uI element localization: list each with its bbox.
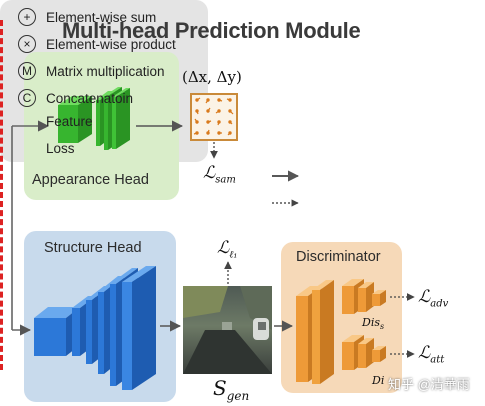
- dis-a-label: Di: [372, 374, 385, 387]
- offset-point: [217, 131, 221, 135]
- offset-point: [228, 120, 232, 124]
- legend-feature: Feature: [46, 114, 93, 129]
- legend-matmul-label: Matrix multiplication: [46, 63, 165, 79]
- page-title: Multi-head Prediction Module: [62, 18, 361, 43]
- offset-point: [206, 109, 210, 113]
- input-feature-lines: [11, 120, 50, 336]
- appearance-head-label: Appearance Head: [32, 172, 149, 188]
- legend-feature-label: Feature: [46, 114, 93, 129]
- offset-point: [228, 131, 232, 135]
- c-circle-icon: C: [18, 89, 36, 107]
- offset-point: [228, 98, 232, 102]
- legend-matmul: M Matrix multiplication: [18, 62, 165, 80]
- offset-point: [217, 120, 221, 124]
- appearance-head-layers: [58, 87, 184, 150]
- loss-adv: ℒadv: [418, 287, 449, 310]
- structure-head-label: Structure Head: [44, 240, 142, 256]
- legend-concat-label: Concatenatoin: [46, 90, 134, 106]
- discriminator-label: Discriminator: [296, 249, 381, 265]
- structure-head-layers: [34, 266, 182, 390]
- legend-product: × Element-wise product: [18, 35, 176, 53]
- plus-circle-icon: +: [18, 8, 36, 26]
- left-dashed-border: [0, 20, 6, 370]
- legend-line-samples: [272, 170, 300, 207]
- s-gen-label: Sgen: [213, 376, 250, 403]
- offset-point: [206, 98, 210, 102]
- legend-sum-label: Element-wise sum: [46, 9, 157, 25]
- generated-street-image: [183, 261, 294, 374]
- discriminator-layers: [296, 279, 415, 384]
- times-circle-icon: ×: [18, 35, 36, 53]
- legend-concat: C Concatenatoin: [18, 89, 133, 107]
- offset-point: [217, 98, 221, 102]
- loss-att: ℒatt: [418, 343, 445, 366]
- offset-point: [217, 109, 221, 113]
- offset-point: [195, 98, 199, 102]
- loss-l1: ℒℓ₁: [217, 238, 238, 261]
- legend-product-label: Element-wise product: [46, 36, 176, 52]
- offset-point: [206, 131, 210, 135]
- legend-loss: Loss: [46, 141, 75, 156]
- legend-loss-label: Loss: [46, 141, 75, 156]
- legend-sum: + Element-wise sum: [18, 8, 156, 26]
- m-circle-icon: M: [18, 62, 36, 80]
- offset-point: [206, 120, 210, 124]
- offset-point: [195, 109, 199, 113]
- loss-sam: ℒsam: [203, 163, 236, 186]
- dis-s-label: Diss: [362, 316, 385, 332]
- offset-point: [195, 131, 199, 135]
- offset-point: [195, 120, 199, 124]
- offset-grid: [190, 93, 238, 159]
- offset-point: [228, 109, 232, 113]
- offset-label: (Δx, Δy): [182, 68, 242, 86]
- watermark-text: 知乎 @清華雨: [388, 377, 470, 392]
